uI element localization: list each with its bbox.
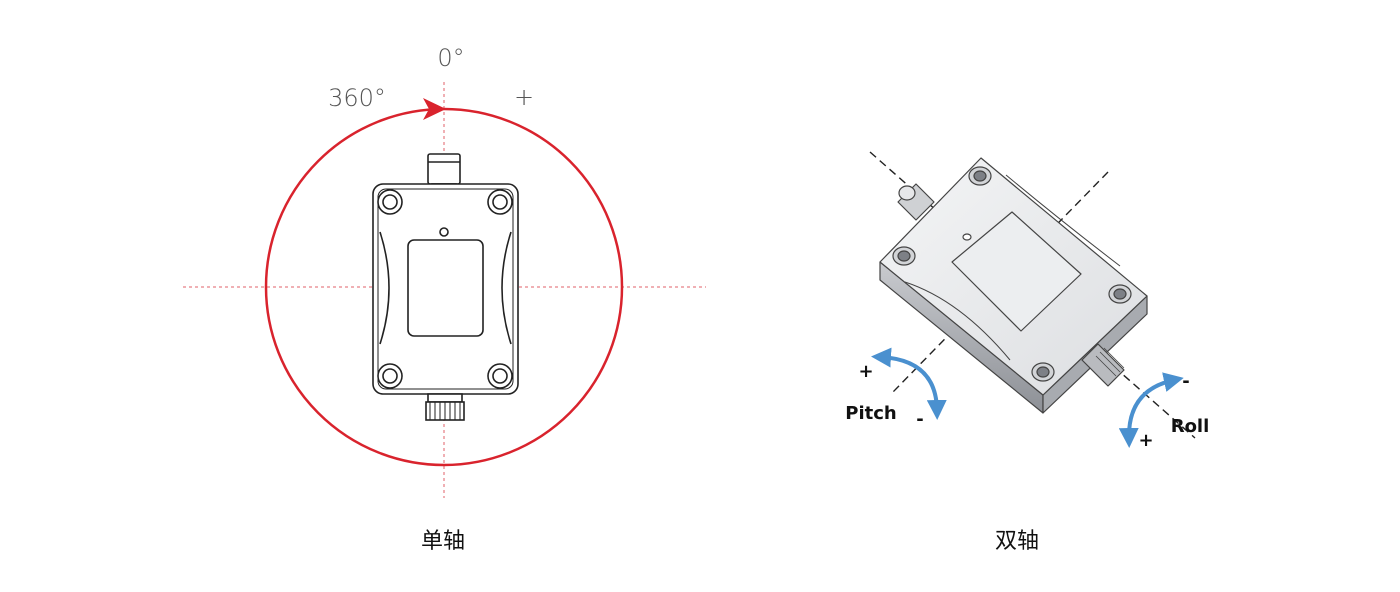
sensor-side-connector [1081,343,1125,387]
indicator-hole [439,227,449,237]
sensor-top-connector [897,183,935,221]
bottom-threaded-connector [425,393,465,421]
single-axis-diagram: 0° 360° + [183,44,706,554]
single-axis-caption: 单轴 [421,529,465,554]
top-connector [427,153,461,185]
angle-zero-label: 0° [437,44,464,72]
roll-minus-label: - [1182,371,1189,392]
sensor-mounting-holes [892,166,1132,382]
mounting-holes [377,189,513,389]
label-window [407,239,484,337]
roll-rotation-arrow [1118,372,1184,448]
angle-full-label: 360° [328,84,386,112]
direction-plus-label: + [514,83,534,111]
pitch-minus-label: - [916,409,923,430]
rotation-arrow-head [423,98,446,120]
dual-axis-diagram: + Pitch - - Roll + 双轴 [845,151,1210,554]
dual-axis-sensor [879,157,1148,414]
roll-label: Roll [1171,416,1210,437]
sensor-label-window [951,211,1082,332]
pitch-rotation-arrow [871,347,947,420]
pitch-plus-label: + [858,361,873,382]
pitch-label: Pitch [845,403,896,424]
single-axis-sensor [372,153,519,421]
dual-axis-caption: 双轴 [995,529,1039,554]
roll-plus-label: + [1138,430,1153,451]
